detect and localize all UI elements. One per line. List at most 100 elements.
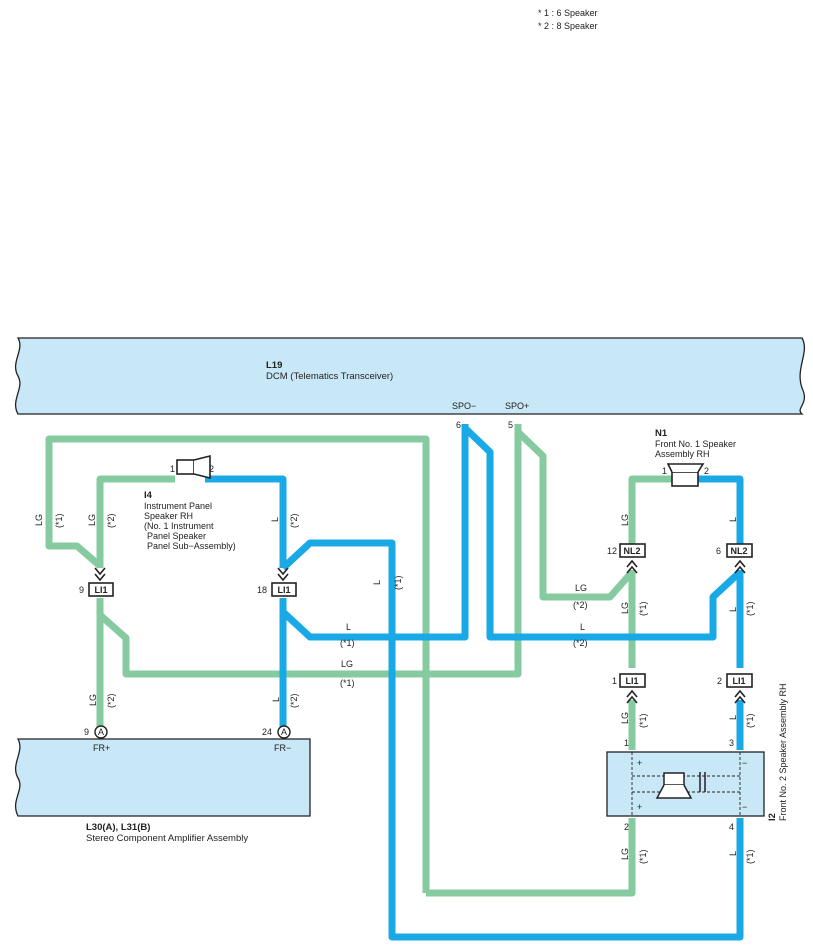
legend-note-2: * 2 : 8 Speaker [538,21,598,31]
l-wire-6 [698,475,744,545]
wire-label-l-h: L [346,622,351,632]
wire-label-note1-d: (*1) [745,601,755,616]
wire-label-note1-h: (*1) [745,849,755,864]
wire-label-lg-e: LG [620,602,630,614]
front-speaker2-name: Front No. 2 Speaker Assembly RH [778,683,788,821]
wire-label-note1-j: (*1) [340,678,355,688]
wire-label-note1-b: (*1) [393,575,403,590]
chevron-li1-18 [277,567,289,582]
amplifier-pin-24-circle: A [277,725,291,739]
instrument-speaker-line5: Panel Sub−Assembly) [147,541,236,551]
wire-label-l-g: L [728,851,738,856]
chevron-li1-2 [734,689,746,704]
front-speaker1-icon [666,463,705,487]
wire-label-l-b: L [372,580,382,585]
l-wire-2 [280,539,744,941]
chevron-nl2-12 [626,559,638,574]
connector-li1-9-pin: 9 [79,585,84,595]
amplifier-pin-9-letter: A [98,727,104,737]
lg-wire-8 [628,475,672,545]
connector-nl2-6-pin: 6 [716,546,721,556]
front-speaker2-minus-bottom: − [742,802,747,812]
front-speaker2-pin-2: 2 [624,822,629,832]
front-speaker2-component [606,751,765,817]
wire-label-lg-a: LG [34,514,44,526]
l-wires [205,424,744,941]
front-speaker2-plus-top: + [637,758,642,768]
amplifier-name: Stereo Component Amplifier Assembly [86,833,248,844]
wire-label-note2-f: (*2) [573,600,588,610]
connector-li1-9-label: LI1 [94,585,107,595]
l-wire-5 [461,424,743,641]
instrument-speaker-pin-2: 2 [209,464,214,474]
legend-note-1: * 1 : 6 Speaker [538,8,598,18]
wire-label-note1-f: (*1) [745,713,755,728]
front-speaker2-plus-bottom: + [637,802,642,812]
front-speaker1-pin-1: 1 [662,466,667,476]
connector-nl2-6: NL2 [726,543,753,558]
connection-chevrons [94,559,746,704]
connector-nl2-6-label: NL2 [730,546,747,556]
instrument-speaker-line1: Instrument Panel [144,501,212,511]
amplifier-code: L30(A), L31(B) [86,822,150,833]
front-speaker2-internal [631,752,741,816]
chevron-nl2-6 [734,559,746,574]
chevron-li1-9 [94,567,106,582]
lg-wire-1 [45,435,430,893]
instrument-speaker-line2: Speaker RH [144,511,193,521]
lg-wire-9 [514,424,635,601]
amplifier-component [14,738,311,817]
front-speaker2-code: I2 [767,813,778,821]
wire-label-lg-d: LG [620,514,630,526]
connector-nl2-12: NL2 [619,543,646,558]
wire-label-note1-i: (*1) [340,638,355,648]
front-speaker2-minus-top: − [742,758,747,768]
l-wire-1 [205,475,287,568]
l-wire-3 [279,424,469,641]
front-speaker2-pin-4: 4 [729,822,734,832]
connector-li1-1-pin: 1 [612,676,617,686]
wire-label-l-f: L [728,715,738,720]
connector-nl2-12-pin: 12 [607,546,617,556]
wire-label-note1-a: (*1) [54,513,64,528]
wire-label-lg-i: LG [575,583,587,593]
wire-label-lg-b: LG [87,514,97,526]
horizontal-wire-labels: L (*1) L (*2) LG (*1) LG (*2) [340,583,588,688]
front-speaker2-pin-1: 1 [624,738,629,748]
connector-li1-2-label: LI1 [732,676,745,686]
lg-wire-2 [96,475,175,568]
instrument-speaker-code: I4 [144,490,153,501]
wire-label-lg-g: LG [620,848,630,860]
wire-label-l-e: L [728,607,738,612]
dcm-code: L19 [266,360,282,371]
wire-label-note1-c: (*1) [638,601,648,616]
wire-label-note1-g: (*1) [638,849,648,864]
dcm-pin-6: 6 [456,420,461,430]
amplifier-pin-9: 9 [84,727,89,737]
instrument-speaker-line3: (No. 1 Instrument [144,521,214,531]
wire-label-note2-d: (*2) [289,693,299,708]
connector-li1-2-pin: 2 [717,676,722,686]
wire-label-note1-e: (*1) [638,713,648,728]
instrument-speaker-line4: Panel Speaker [147,531,206,541]
front-speaker2-pin-3: 3 [729,738,734,748]
front-speaker1-pin-2: 2 [704,466,709,476]
front-speaker2-icon [655,772,706,799]
front-speaker1-code: N1 [655,428,668,439]
connector-li1-1-label: LI1 [625,676,638,686]
connector-li1-18: LI1 [271,582,297,597]
connector-li1-2: LI1 [726,673,753,688]
front-speaker1-line2: Assembly RH [655,449,710,459]
dcm-component [14,337,806,415]
amplifier-pin-9-circle: A [94,725,108,739]
amplifier-pin-fr-minus: FR− [274,743,291,753]
dcm-pin-spo-minus: SPO− [452,401,476,411]
wire-label-l-a: L [270,517,280,522]
wire-label-note2-e: (*2) [573,638,588,648]
dcm-pin-spo-plus: SPO+ [505,401,529,411]
connector-li1-18-pin: 18 [257,585,267,595]
dcm-name: DCM (Telematics Transceiver) [266,371,393,382]
connector-li1-1: LI1 [619,673,646,688]
front-speaker1-line1: Front No. 1 Speaker [655,439,736,449]
